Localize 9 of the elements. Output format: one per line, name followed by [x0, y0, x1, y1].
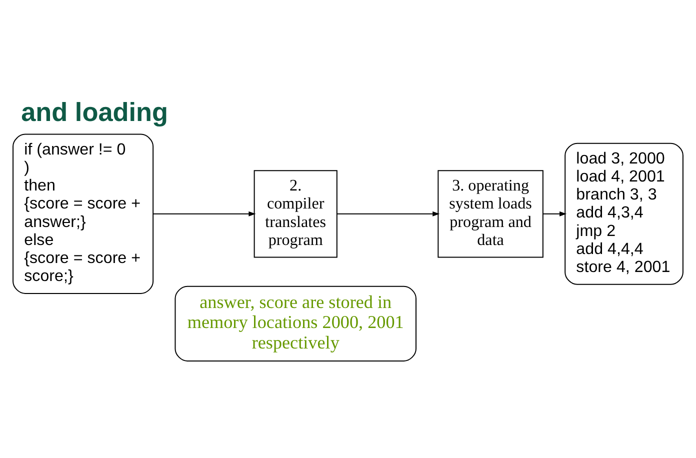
node-box: answer, score are stored in memory locations 2000, 2001 respectively	[174, 286, 416, 362]
node-box: 2. compiler translates program	[254, 170, 338, 258]
node-box: load 3, 2000 load 4, 2001 branch 3, 3 add 4,3,4 jmp 2 add 4,4,4 store 4, 2001	[564, 142, 684, 285]
arrow	[543, 211, 567, 216]
arrow	[153, 211, 256, 216]
diagram-title: and loading	[21, 97, 168, 128]
arrow	[337, 211, 440, 216]
node-box: 3. operating system loads program and data	[438, 170, 544, 258]
node-box: if (answer != 0 ) then {score = score + answer;} else {score = score + score;}	[12, 134, 154, 294]
